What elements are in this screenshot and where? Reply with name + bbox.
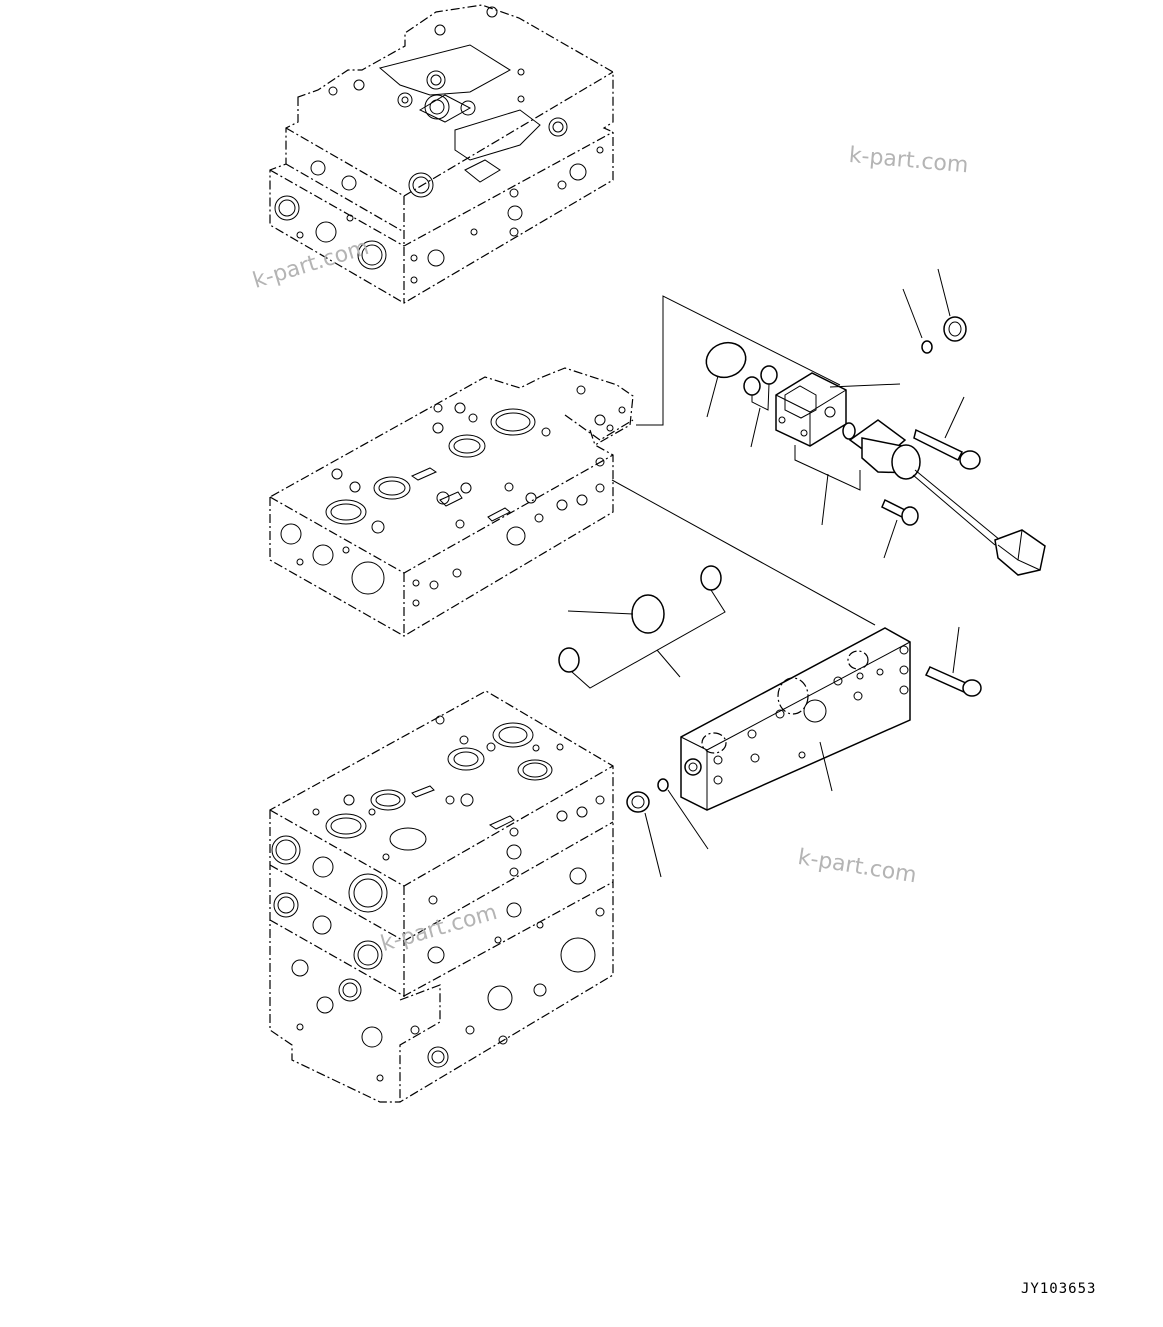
upper-valve-block-icon (269, 4, 614, 304)
middle-valve-block-icon (269, 367, 634, 637)
solenoid-assembly-icon (636, 268, 1046, 576)
manifold-block-icon (611, 479, 982, 878)
lower-valve-block-icon (269, 690, 614, 1103)
o-rings-icon (558, 565, 726, 689)
drawing-code: JY103653 (1021, 1281, 1097, 1297)
